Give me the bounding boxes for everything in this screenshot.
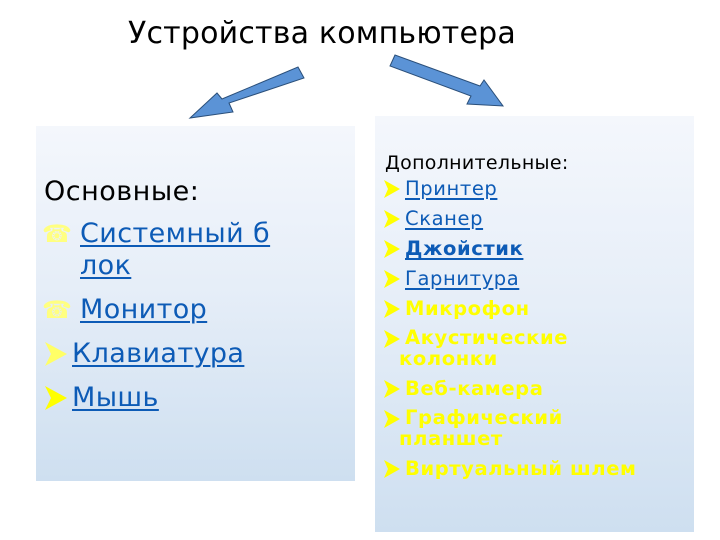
additional-devices-panel: Дополнительные: Принтер Сканер Джойстик …	[375, 116, 694, 532]
arrow-bullet-icon	[383, 179, 401, 205]
list-item-headset: Гарнитура	[383, 267, 645, 291]
arrow-bullet-icon	[383, 299, 401, 325]
mouse-link[interactable]: Мышь	[72, 382, 159, 413]
arrow-bullet-icon	[383, 239, 401, 265]
arrow-bullet-icon	[383, 409, 401, 435]
arrow-right-icon	[389, 54, 505, 107]
printer-link[interactable]: Принтер	[405, 177, 498, 200]
arrow-bullet-icon	[383, 329, 401, 355]
list-item-keyboard: Клавиатура	[42, 338, 270, 370]
vr-headset-text: Виртуальный шлем	[405, 457, 637, 480]
joystick-link[interactable]: Джойстик	[405, 237, 524, 260]
slide-title: Устройства компьютера	[128, 16, 516, 51]
monitor-link[interactable]: Монитор	[80, 294, 208, 325]
headset-link[interactable]: Гарнитура	[405, 267, 520, 290]
additional-devices-heading: Дополнительные:	[385, 152, 569, 174]
arrow-bullet-icon	[383, 379, 401, 405]
list-item-vr-headset: Виртуальный шлем	[383, 457, 645, 481]
list-item-scanner: Сканер	[383, 207, 645, 231]
list-item-webcam: Веб-камера	[383, 377, 645, 401]
list-item-monitor: ☎ Монитор	[42, 294, 270, 326]
arrow-bullet-icon	[44, 385, 68, 419]
webcam-text: Веб-камера	[405, 377, 544, 400]
arrow-bullet-icon	[383, 459, 401, 485]
arrow-bullet-icon	[44, 341, 68, 375]
arrows	[188, 54, 505, 119]
arrow-bullet-icon	[383, 269, 401, 295]
arrow-left-icon	[188, 66, 305, 119]
list-item-microphone: Микрофон	[383, 297, 645, 321]
main-devices-heading: Основные:	[44, 176, 200, 207]
phone-icon: ☎	[42, 220, 73, 248]
phone-icon: ☎	[42, 296, 73, 324]
scanner-link[interactable]: Сканер	[405, 207, 484, 230]
list-item-joystick: Джойстик	[383, 237, 645, 261]
keyboard-link[interactable]: Клавиатура	[72, 338, 245, 369]
list-item-mouse: Мышь	[42, 382, 270, 414]
list-item-printer: Принтер	[383, 177, 645, 201]
arrow-bullet-icon	[383, 209, 401, 235]
additional-devices-list: Принтер Сканер Джойстик Гарнитура Микроф…	[383, 177, 645, 487]
microphone-text: Микрофон	[405, 297, 530, 320]
